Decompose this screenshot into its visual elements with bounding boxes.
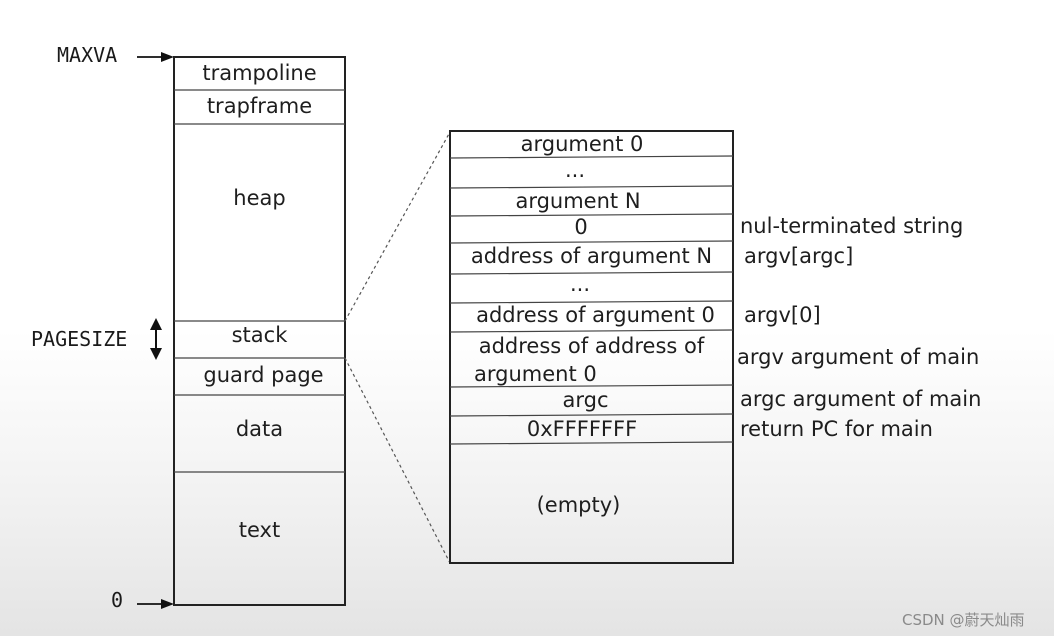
region-data: data: [235, 417, 284, 441]
region-trampoline: trampoline: [202, 61, 317, 85]
stack-row-divider: [449, 413, 734, 417]
stack-row-divider: [449, 185, 734, 189]
stack-row-label: address of argument 0: [476, 303, 715, 327]
stack-row-divider: [449, 384, 734, 388]
stack-row-divider: [449, 300, 734, 304]
pagesize-double-arrow: [150, 318, 162, 360]
region-guard-page: guard page: [203, 363, 324, 387]
memory-column-box: [173, 56, 346, 606]
stack-row-label: ...: [564, 158, 586, 182]
stack-row-label: argument 0: [520, 132, 644, 156]
pagesize-label: PAGESIZE: [31, 327, 128, 351]
stack-row-label: argument N: [515, 189, 641, 213]
stack-row-divider: [449, 155, 734, 159]
stack-row-label: ...: [569, 272, 591, 296]
region-stack: stack: [231, 323, 288, 347]
region-heap: heap: [233, 186, 286, 210]
stack-row-label: 0: [574, 215, 588, 239]
stack-row-divider: [449, 329, 734, 333]
watermark: CSDN @蔚天灿雨: [902, 611, 1025, 629]
stack-row-note: argv[argc]: [744, 244, 854, 268]
stack-row-label: 0xFFFFFFF: [526, 417, 638, 441]
stack-detail-box: [449, 130, 734, 564]
stack-row-divider: [449, 271, 734, 275]
region-trapframe: trapframe: [206, 94, 313, 118]
zero-arrow: [137, 599, 174, 609]
stack-row-label: address of address of: [478, 334, 705, 358]
stack-row-label: argc: [562, 388, 609, 412]
stack-row-divider: [449, 240, 734, 244]
stack-row-note: nul-terminated string: [740, 214, 964, 238]
maxva-label: MAXVA: [57, 43, 118, 67]
stack-row-label: argument 0: [474, 362, 597, 386]
maxva-arrow: [137, 52, 174, 62]
stack-row-divider: [449, 213, 734, 217]
stack-row-note: return PC for main: [740, 417, 933, 441]
stack-row-note: argc argument of main: [740, 387, 982, 411]
zero-label: 0: [111, 588, 124, 612]
zoom-connector-bottom: [344, 357, 451, 564]
stack-row-divider: [449, 441, 734, 445]
stack-row-note: argv[0]: [744, 303, 821, 327]
stack-row-label: (empty): [536, 493, 621, 517]
region-text: text: [238, 518, 281, 542]
stack-row-note: argv argument of main: [737, 345, 980, 369]
zoom-connector-top: [344, 131, 451, 322]
stack-row-label: address of argument N: [470, 244, 713, 268]
